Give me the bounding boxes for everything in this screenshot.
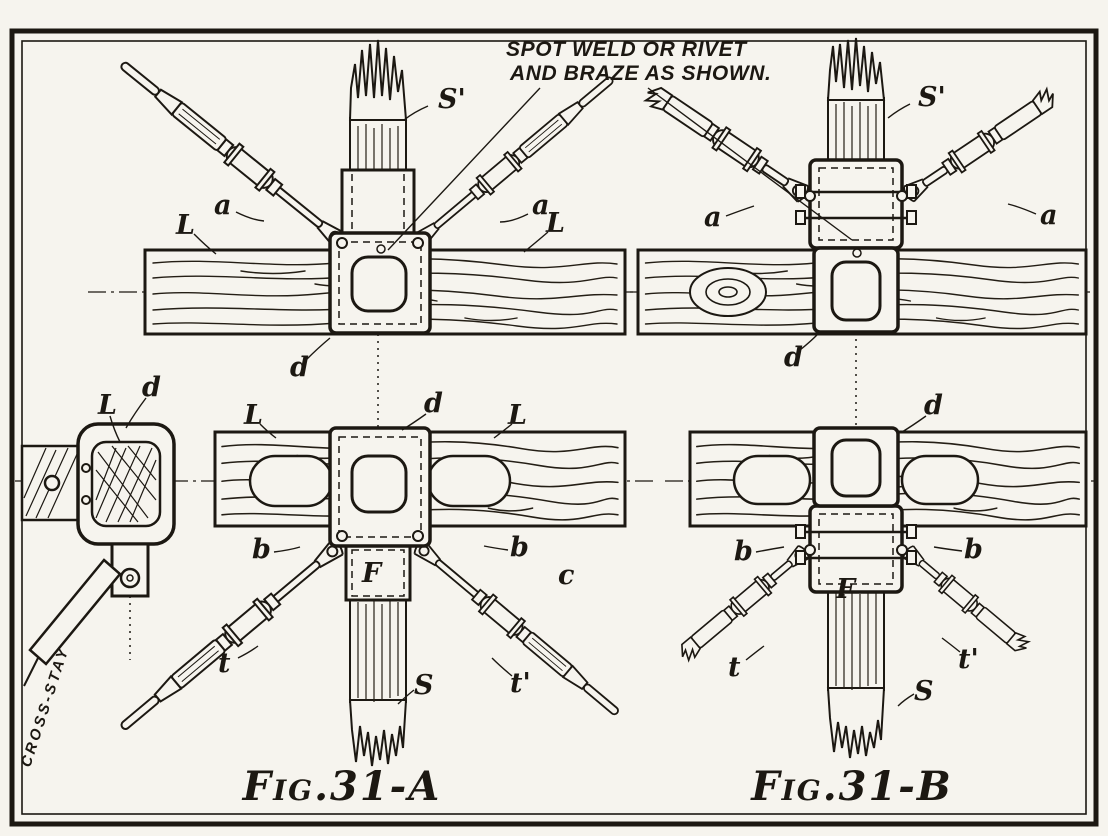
fitting-clip-bottom <box>328 426 432 548</box>
label-l-right: L <box>545 208 565 239</box>
longeron-slot-right <box>900 454 980 506</box>
strut-s <box>826 587 886 759</box>
fig-a-top-joint <box>113 39 627 336</box>
page-border <box>9 28 1099 827</box>
label-f: F <box>835 574 857 605</box>
label-l-left: L <box>175 210 195 241</box>
label-l2-left: L <box>243 400 263 431</box>
label-d-side: d <box>142 372 161 403</box>
label-f: F <box>361 558 383 589</box>
label-a-right: a <box>532 190 550 221</box>
tie-rod-upper-left <box>641 79 814 207</box>
strut-s <box>348 597 408 767</box>
fig-b-caption: Fig.31-B <box>750 763 952 810</box>
label-d2: d <box>924 390 943 421</box>
label-d2: d <box>424 388 443 419</box>
label-s: S <box>914 676 934 707</box>
fig-a-caption: Fig.31-A <box>242 763 442 810</box>
longeron-slot-right <box>426 454 512 508</box>
clevis-lug <box>110 542 150 598</box>
label-b-right: b <box>510 532 529 563</box>
label-l-side: L <box>97 390 117 421</box>
fitting-clip-top <box>328 231 432 335</box>
knot-grain <box>689 267 767 317</box>
label-s-prime: S' <box>438 84 466 115</box>
fitting-clamp-bottom <box>795 504 917 594</box>
label-a-left: a <box>214 190 232 221</box>
fig-b: S' a a d d b b F t t' S Fig.31-B <box>636 37 1088 810</box>
label-t: t <box>218 648 231 679</box>
label-t-prime: t' <box>958 644 979 675</box>
fig-a: CROSS-STAY S' a a L L d L d L b b c <box>18 39 627 810</box>
fitting-socket-top <box>340 168 416 236</box>
longeron-slot-left <box>248 454 334 508</box>
label-b-right: b <box>964 534 983 565</box>
label-t-prime: t' <box>510 668 531 699</box>
label-l2-right: L <box>507 400 527 431</box>
label-a-left: a <box>704 202 722 233</box>
fig-a-labels: S' a a L L d L d L b b c F t t' <box>97 84 574 705</box>
tie-rod-lower-left <box>113 535 348 738</box>
fitting-clip-bottom <box>812 426 900 508</box>
label-s: S <box>414 670 434 701</box>
label-b-left: b <box>252 534 271 565</box>
label-s-prime: S' <box>918 82 946 113</box>
fitting-clip-top <box>812 246 900 334</box>
label-d-top: d <box>290 352 309 383</box>
longeron-slot-left <box>732 454 812 506</box>
annotation-line-2: AND BRAZE AS SHOWN. <box>509 62 771 85</box>
fig-b-bottom-joint <box>673 426 1088 759</box>
cross-stay-strap <box>23 558 122 687</box>
tie-rod-upper-left <box>113 53 351 253</box>
annotation-line-1: SPOT WELD OR RIVET <box>506 38 748 61</box>
cross-stay-detail: CROSS-STAY <box>18 422 176 769</box>
annotation: SPOT WELD OR RIVET AND BRAZE AS SHOWN. <box>387 38 853 251</box>
fig-a-bottom-joint <box>113 426 627 767</box>
fitting-plate-f <box>344 544 412 602</box>
label-t: t <box>728 652 741 683</box>
fig-b-top-joint <box>636 37 1088 336</box>
label-c: c <box>558 560 574 591</box>
strut-s-prime <box>826 37 886 165</box>
clamp-section <box>76 422 176 546</box>
label-d-top: d <box>784 342 803 373</box>
fig-b-labels: S' a a d d b b F t t' S <box>704 82 1058 707</box>
label-b-left: b <box>734 536 753 567</box>
label-a-right: a <box>1040 200 1058 231</box>
fitting-clamp-top <box>795 158 917 250</box>
